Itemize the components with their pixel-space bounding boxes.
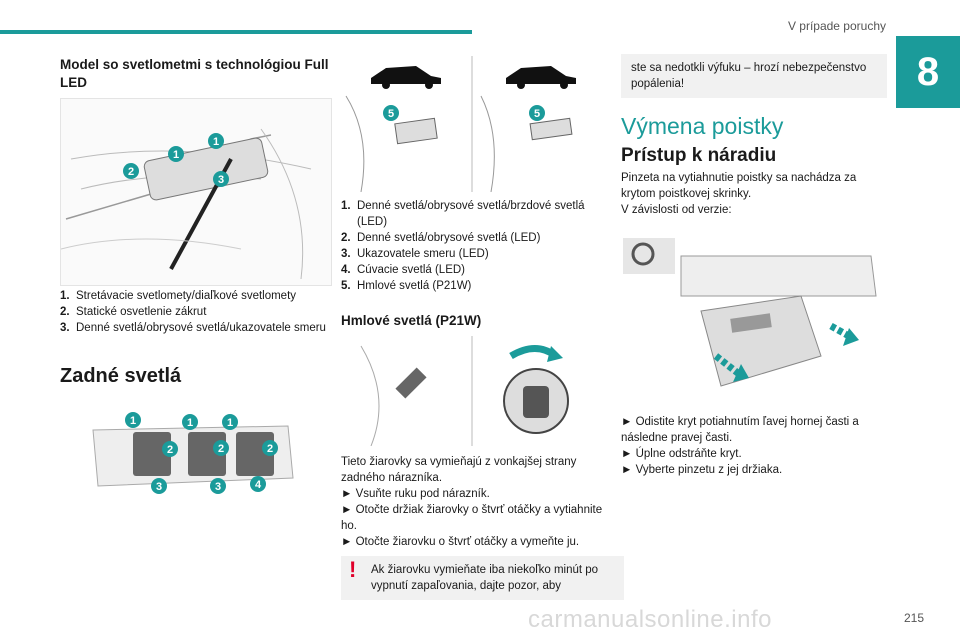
- fog-callout-5b: 5: [529, 105, 545, 121]
- legend-item: 4.Cúvacie svetlá (LED): [341, 264, 466, 276]
- column-1: Model so svetlometmi s technológiou Full…: [60, 56, 332, 92]
- legend-item: 3.Ukazovatele smeru (LED): [341, 248, 489, 260]
- remove-arrow-icon: [829, 322, 859, 346]
- fog-bulb-illustration: [341, 336, 603, 447]
- callout-2: 2: [123, 163, 139, 179]
- fog-step-2: ► Otočte držiak žiarovky o štvrť otáčky …: [341, 504, 603, 532]
- svg-text:1: 1: [130, 415, 136, 427]
- fog-light-location-illustration: 5 5: [341, 56, 603, 193]
- svg-text:3: 3: [156, 481, 162, 493]
- fog-intro: Tieto žiarovky sa vymieňajú z vonkajšej …: [341, 456, 577, 484]
- legend-item: 2.Statické osvetlenie zákrut: [60, 306, 207, 318]
- fuse-step-3: ► Vyberte pinzetu z jej držiaka.: [621, 464, 783, 476]
- crossover-silhouette-icon: [506, 66, 576, 89]
- warning-exclamation-icon: !: [349, 557, 357, 582]
- front-led-heading: Model so svetlometmi s technológiou Full…: [60, 57, 329, 90]
- rear-callout-1b: 1: [182, 414, 198, 430]
- fuse-step-1: ► Odistite kryt potiahnutím ľavej hornej…: [621, 416, 859, 444]
- svg-text:3: 3: [218, 174, 224, 186]
- chapter-title: V prípade poruchy: [787, 19, 886, 33]
- front-lights-legend: 1.Stretávacie svetlomety/diaľkové svetlo…: [60, 288, 332, 336]
- suv-silhouette-icon: [371, 66, 441, 89]
- watermark: carmanualsonline.info: [528, 606, 772, 633]
- rotate-arrow-icon: [509, 345, 563, 362]
- fog-step-1: ► Vsuňte ruku pod nárazník.: [341, 488, 490, 500]
- rear-callout-2b: 2: [213, 440, 229, 456]
- rear-callout-2c: 2: [262, 440, 278, 456]
- rear-lights-drawing: 1 2 3 1 1 2 3 2 4: [92, 412, 294, 494]
- callout-1b: 1: [168, 146, 184, 162]
- tool-access-heading: Prístup k náradiu: [621, 145, 777, 166]
- chapter-number-badge: 8: [896, 36, 960, 108]
- fuse-step-2: ► Úplne odstráňte kryt.: [621, 448, 742, 460]
- page-number: 215: [904, 611, 925, 625]
- svg-text:5: 5: [388, 108, 394, 120]
- fog-bulb-drawing: [360, 336, 569, 447]
- legend-item: 5.Hmlové svetlá (P21W): [341, 280, 472, 292]
- rear-lights-section: Zadné svetlá: [60, 365, 332, 387]
- fog-step-3: ► Otočte žiarovku o štvrť otáčky a vymeň…: [341, 536, 580, 548]
- svg-text:1: 1: [173, 149, 179, 161]
- svg-text:1: 1: [187, 417, 193, 429]
- svg-text:2: 2: [267, 443, 273, 455]
- version-note: V závislosti od verzie:: [621, 204, 732, 216]
- callout-3: 3: [213, 171, 229, 187]
- fuse-section: Výmena poistky Prístup k náradiu Pinzeta…: [621, 113, 887, 218]
- header-accent-bar: [0, 30, 472, 34]
- front-headlight-drawing: 1 1 2 3: [60, 128, 312, 280]
- svg-text:1: 1: [213, 136, 219, 148]
- fog-light-location-drawing: 5 5: [345, 56, 576, 193]
- fog-heading: Hmlové svetlá (P21W): [341, 313, 482, 328]
- fog-instructions: Tieto žiarovky sa vymieňajú z vonkajšej …: [341, 454, 606, 550]
- fog-section: Hmlové svetlá (P21W): [341, 312, 603, 330]
- legend-item: 1.Denné svetlá/obrysové svetlá/brzdové s…: [341, 200, 585, 228]
- fuse-title: Výmena poistky: [621, 113, 784, 139]
- svg-text:2: 2: [218, 443, 224, 455]
- rear-callout-3a: 3: [151, 478, 167, 494]
- svg-text:1: 1: [227, 417, 233, 429]
- rear-callout-4: 4: [250, 476, 266, 492]
- svg-text:2: 2: [128, 166, 134, 178]
- fuse-steps: ► Odistite kryt potiahnutím ľavej hornej…: [621, 414, 887, 478]
- rear-callout-1c: 1: [222, 414, 238, 430]
- fog-callout-5a: 5: [383, 105, 399, 121]
- svg-text:2: 2: [167, 444, 173, 456]
- warning-continuation-text: ste sa nedotkli výfuku – hrozí nebezpeče…: [631, 62, 867, 90]
- callout-1a: 1: [208, 133, 224, 149]
- rear-callout-1a: 1: [125, 412, 141, 428]
- tool-access-para: Pinzeta na vytiahnutie poistky sa nachád…: [621, 172, 857, 200]
- burn-warning-box: ! Ak žiarovku vymieňate iba niekoľko min…: [341, 556, 624, 600]
- fuse-cover-drawing: [623, 238, 877, 387]
- steering-wheel-icon: [623, 238, 675, 274]
- svg-text:3: 3: [215, 481, 221, 493]
- svg-text:5: 5: [534, 108, 540, 120]
- legend-item: 1.Stretávacie svetlomety/diaľkové svetlo…: [60, 290, 297, 302]
- rear-lights-illustration: 1 2 3 1 1 2 3 2 4: [88, 408, 300, 498]
- legend-item: 2.Denné svetlá/obrysové svetlá (LED): [341, 232, 541, 244]
- rear-lights-heading: Zadné svetlá: [60, 365, 182, 387]
- warning-continuation-box: ste sa nedotkli výfuku – hrozí nebezpeče…: [621, 54, 887, 98]
- rear-callout-3b: 3: [210, 478, 226, 494]
- warning-text: Ak žiarovku vymieňate iba niekoľko minút…: [371, 564, 599, 592]
- svg-text:4: 4: [255, 479, 262, 491]
- front-headlight-illustration: 1 1 2 3: [60, 98, 332, 286]
- rear-callout-2a: 2: [162, 441, 178, 457]
- legend-item: 3.Denné svetlá/obrysové svetlá/ukazovate…: [60, 322, 326, 334]
- fuse-cover-illustration: [621, 236, 885, 398]
- remove-arrow-icon: [713, 353, 749, 382]
- rear-lights-legend: 1.Denné svetlá/obrysové svetlá/brzdové s…: [341, 198, 603, 294]
